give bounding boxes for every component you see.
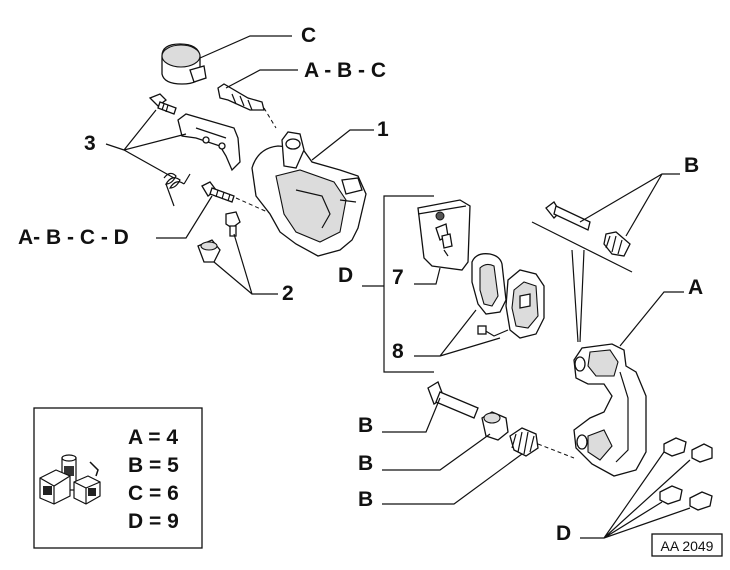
small-bolt-part: [148, 93, 177, 115]
reference-code: AA 2049: [661, 538, 714, 554]
guide-pin-top-part: [545, 201, 591, 231]
leader-1: [311, 129, 374, 161]
legend-box: A = 4 B = 5 C = 6 D = 9: [33, 407, 203, 549]
guide-bush-top-part: [603, 231, 631, 257]
leader-b3: [382, 453, 523, 505]
leader-2: [213, 233, 278, 295]
bleed-screw-part: [217, 83, 265, 111]
leader-b2: [382, 433, 491, 471]
reference-box: AA 2049: [651, 533, 723, 557]
legend-row-a: A = 4: [128, 426, 178, 449]
brake-pad-outer-part: [477, 269, 545, 339]
caliper-body-part: [251, 131, 367, 257]
spring-part: [163, 172, 191, 207]
legend-row-c: C = 6: [128, 482, 179, 505]
legend-row-d: D = 9: [128, 510, 179, 533]
dust-cap-part: [161, 43, 207, 85]
leader-b-top: [579, 173, 680, 237]
callout-b2: B: [358, 452, 373, 475]
leader-b1: [382, 397, 441, 433]
legend-row-b: B = 5: [128, 454, 179, 477]
group-bracket-d: [383, 195, 434, 373]
bleed-nipple-part: [225, 211, 241, 237]
callout-1: 1: [377, 118, 389, 141]
guide-pin-lower-part: [427, 381, 479, 419]
spring-sleeve-part: [509, 427, 539, 457]
callout-b-top: B: [684, 154, 699, 177]
parts-kit-icon: [39, 454, 101, 505]
hardware-bag-part: [417, 199, 471, 271]
callout-3: 3: [84, 132, 96, 155]
bush-part: [481, 411, 509, 441]
callout-8: 8: [392, 340, 404, 363]
brake-pad-inner-part: [471, 253, 507, 315]
leader-7: [414, 267, 441, 285]
guide-bolt-part: [201, 181, 235, 203]
callout-7: 7: [392, 266, 404, 289]
callout-b3: B: [358, 488, 373, 511]
leader-a-right: [619, 291, 684, 347]
callout-a-right: A: [688, 276, 703, 299]
callout-d-group: D: [338, 264, 353, 287]
callout-abcd: A- B - C - D: [18, 226, 129, 249]
callout-2: 2: [282, 282, 294, 305]
callout-b1: B: [358, 414, 373, 437]
caliper-bracket-part: [573, 343, 647, 477]
leader-abc: [225, 69, 298, 89]
rubber-cap-part: [197, 239, 221, 263]
callout-d-bottom: D: [556, 522, 571, 545]
leader-d-bottom: [580, 451, 691, 539]
pad-clips-part: [659, 437, 713, 511]
leader-abcd: [156, 195, 213, 239]
leader-3: [105, 109, 187, 179]
callout-c-top: C: [301, 24, 316, 47]
leader-c-top: [199, 35, 292, 59]
leader-8: [414, 309, 501, 357]
bracket-clip-part: [177, 113, 241, 172]
callout-abc: A - B - C: [304, 59, 386, 82]
